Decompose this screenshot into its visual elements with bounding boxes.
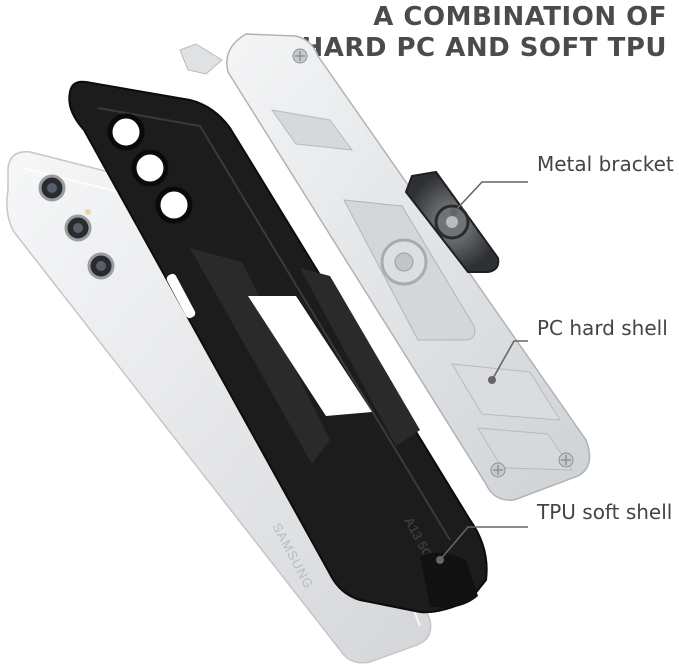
- headline-line-2: HARD PC AND SOFT TPU: [301, 33, 667, 63]
- headline: A COMBINATION OF HARD PC AND SOFT TPU: [301, 2, 667, 64]
- metal-ring-bracket-icon: [404, 170, 500, 273]
- callout-tpu-soft-shell: TPU soft shell: [537, 500, 673, 524]
- case-center-window: [248, 296, 372, 416]
- phone-camera-icon: [38, 174, 115, 280]
- case-camera-cutouts: [107, 113, 193, 224]
- callout-leader-lines: [439, 181, 528, 561]
- callout-metal-bracket: Metal bracket: [537, 152, 674, 176]
- callout-pc-hard-shell: PC hard shell: [537, 316, 668, 340]
- tpu-case: A13 5G: [68, 80, 488, 614]
- pc-shell: [179, 33, 591, 501]
- callout-dots: [436, 208, 496, 564]
- headline-line-1: A COMBINATION OF: [373, 2, 667, 32]
- screw-icon: [292, 48, 574, 478]
